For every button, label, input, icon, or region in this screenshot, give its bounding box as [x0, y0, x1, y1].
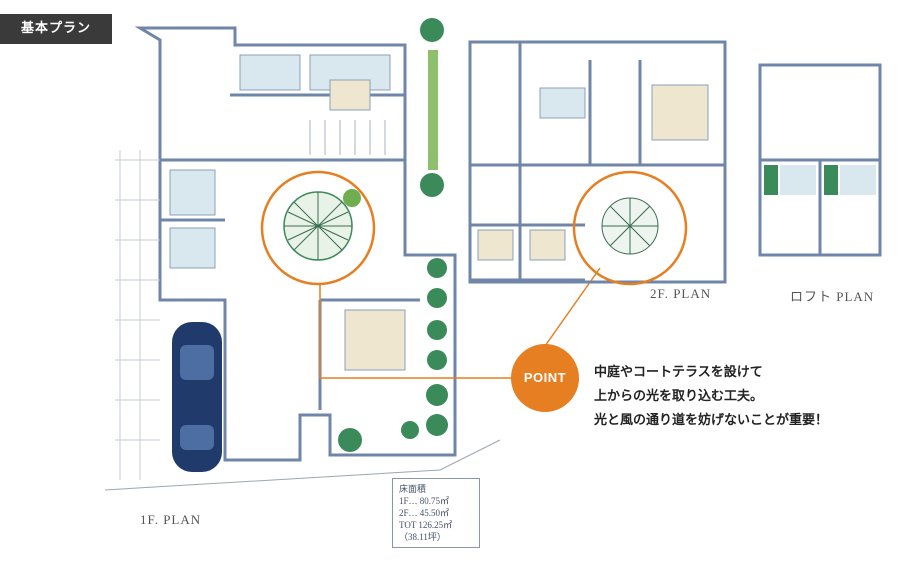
floor-area-table: 床面積 1F… 80.75㎡ 2F… 45.50㎡ TOT 126.25㎡ （3… [392, 478, 480, 548]
hedge-trees [338, 18, 448, 452]
car-icon [172, 322, 222, 472]
point-badge: POINT [511, 344, 579, 412]
callout-line: 上からの光を取り込む工夫。 [594, 389, 764, 404]
floor-area-row: 2F… 45.50㎡ [399, 508, 450, 518]
callout-line: 光と風の通り道を妨げないことが重要！ [594, 413, 829, 428]
second-floor-label: 2F. PLAN [650, 286, 712, 301]
section-tag: 基本プラン [0, 14, 112, 44]
floor-area-title: 床面積 [399, 484, 427, 494]
loft-walls [758, 63, 882, 257]
loft-label: ロフト PLAN [790, 289, 875, 304]
floor-area-row: （38.11坪） [399, 532, 446, 542]
callout-text: 中庭やコートテラスを設けて 上からの光を取り込む工夫。 光と風の通り道を妨げない… [594, 361, 828, 433]
courtyard-tree-icon [283, 189, 361, 261]
courtyard-tree-2f-icon [601, 197, 659, 255]
floor-area-row: TOT 126.25㎡ [399, 520, 453, 530]
second-floor-walls [468, 40, 727, 284]
highlight-circle-2f [572, 170, 688, 286]
callout-line: 中庭やコートテラスを設けて [594, 365, 763, 380]
highlight-circle-1f [260, 170, 376, 286]
floor-area-row: 1F… 80.75㎡ [399, 496, 450, 506]
first-floor-label: 1F. PLAN [140, 512, 202, 527]
